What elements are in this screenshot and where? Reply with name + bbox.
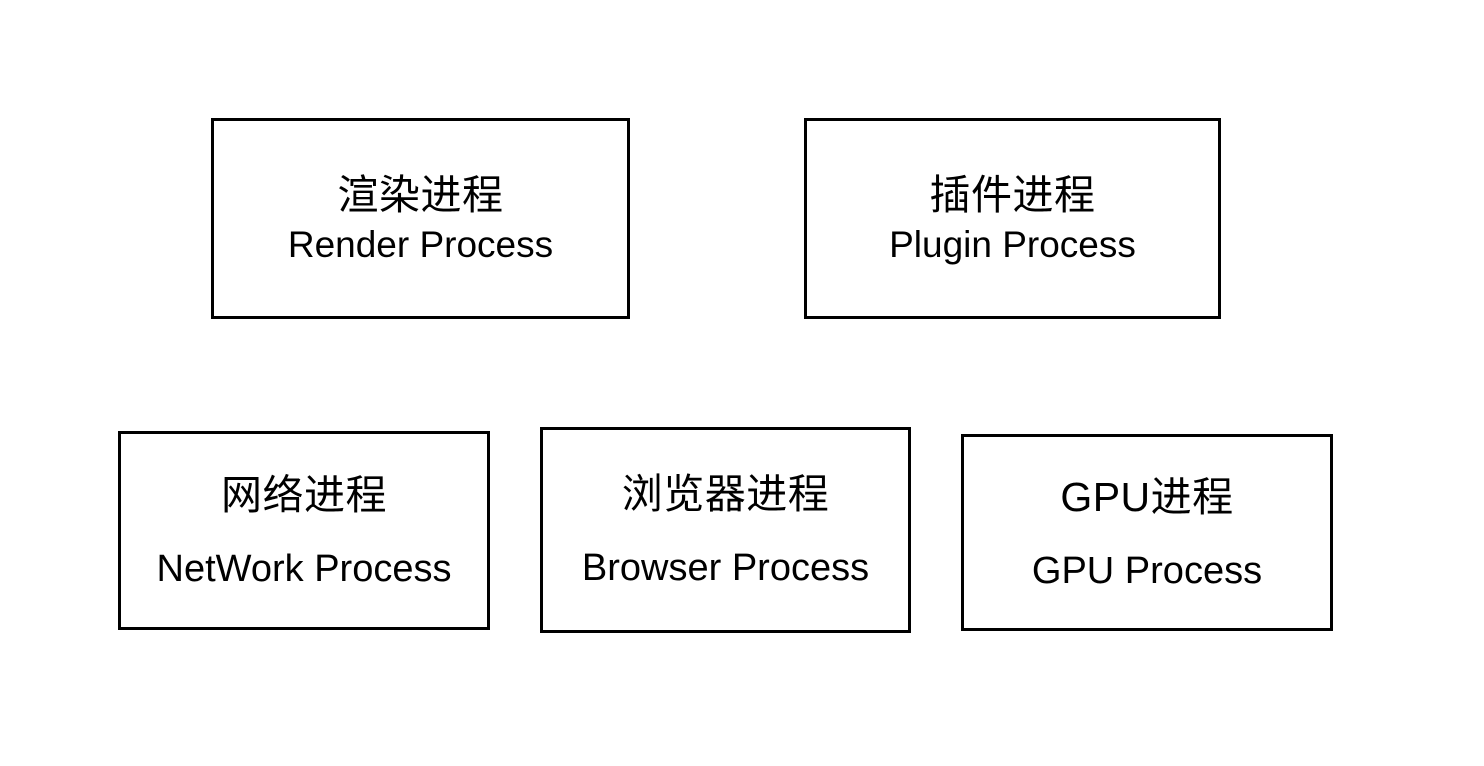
process-label-cn-gpu-process: GPU进程 <box>1060 473 1234 520</box>
process-label-cn-plugin-process: 插件进程 <box>929 171 1096 218</box>
process-label-en-browser-process: Browser Process <box>581 547 870 589</box>
process-box-plugin-process[interactable]: 插件进程 Plugin Process <box>804 118 1221 319</box>
process-label-en-render-process: Render Process <box>287 223 554 265</box>
process-box-gpu-process[interactable]: GPU进程 GPU Process <box>961 434 1333 631</box>
process-box-network-process[interactable]: 网络进程 NetWork Process <box>118 431 490 630</box>
process-label-en-plugin-process: Plugin Process <box>889 223 1136 265</box>
process-label-en-gpu-process: GPU Process <box>1031 549 1263 592</box>
process-label-cn-network-process: 网络进程 <box>221 471 387 518</box>
process-label-cn-browser-process: 浏览器进程 <box>621 471 830 517</box>
process-label-en-network-process: NetWork Process <box>156 547 452 590</box>
process-label-cn-render-process: 渲染进程 <box>337 171 504 218</box>
process-box-browser-process[interactable]: 浏览器进程 Browser Process <box>540 427 911 633</box>
process-box-render-process[interactable]: 渲染进程 Render Process <box>211 118 630 319</box>
